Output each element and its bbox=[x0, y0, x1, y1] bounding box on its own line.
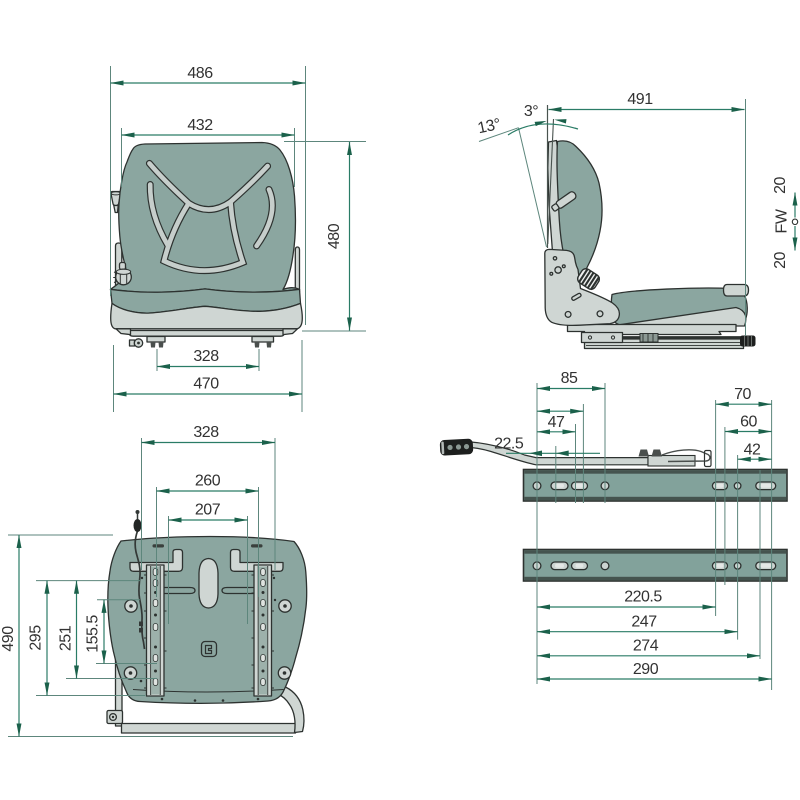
svg-text:42: 42 bbox=[744, 442, 761, 459]
svg-text:155.5: 155.5 bbox=[85, 615, 102, 653]
svg-text:490: 490 bbox=[0, 626, 17, 652]
svg-text:3°: 3° bbox=[524, 103, 538, 120]
svg-text:480: 480 bbox=[326, 223, 343, 249]
svg-text:60: 60 bbox=[740, 414, 757, 431]
svg-text:491: 491 bbox=[627, 91, 653, 108]
svg-text:295: 295 bbox=[28, 625, 45, 651]
svg-text:220.5: 220.5 bbox=[624, 589, 662, 606]
svg-text:20: 20 bbox=[772, 252, 789, 269]
svg-text:85: 85 bbox=[561, 370, 578, 387]
svg-text:251: 251 bbox=[58, 625, 75, 651]
svg-text:432: 432 bbox=[187, 117, 213, 134]
svg-text:13°: 13° bbox=[476, 116, 502, 137]
svg-text:20: 20 bbox=[772, 177, 789, 194]
svg-text:207: 207 bbox=[195, 502, 221, 519]
svg-text:486: 486 bbox=[187, 65, 213, 82]
svg-text:328: 328 bbox=[193, 348, 219, 365]
svg-text:290: 290 bbox=[633, 661, 659, 678]
svg-text:247: 247 bbox=[631, 614, 657, 631]
svg-text:47: 47 bbox=[548, 414, 565, 431]
svg-text:274: 274 bbox=[633, 638, 659, 655]
svg-text:FW: FW bbox=[774, 208, 791, 233]
svg-text:328: 328 bbox=[193, 424, 219, 441]
svg-text:470: 470 bbox=[193, 376, 219, 393]
svg-text:22.5: 22.5 bbox=[494, 436, 524, 453]
svg-text:70: 70 bbox=[734, 386, 751, 403]
svg-text:260: 260 bbox=[195, 473, 221, 490]
